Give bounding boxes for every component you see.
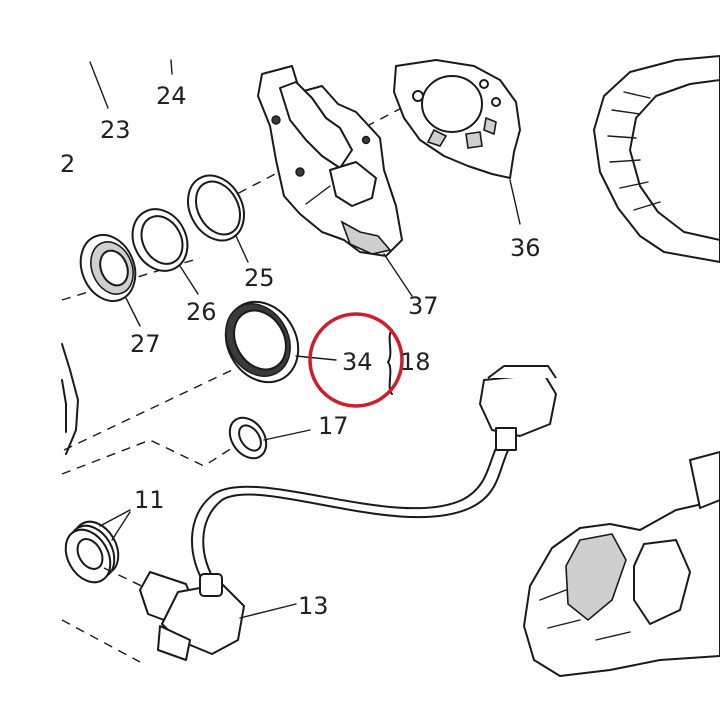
ring-part-26: [131, 208, 199, 295]
callout-25: 25: [244, 264, 275, 292]
bearing-seal-part-34: [224, 300, 337, 384]
dust-shield-part-36: [393, 59, 521, 225]
brake-caliper: [523, 451, 720, 677]
abs-sensor-part-13: [139, 365, 557, 661]
callout-11: 11: [134, 486, 165, 514]
snap-ring-part-25: [187, 174, 249, 263]
backing-plate-part-37: [257, 65, 413, 297]
callout-23: 23: [100, 116, 131, 144]
callout-37: 37: [408, 292, 439, 320]
group-bracket-18: [387, 329, 393, 395]
callout-18: 18: [400, 348, 431, 376]
brake-disc: [593, 55, 720, 263]
callout-36: 36: [510, 234, 541, 262]
callout-24: 24: [156, 82, 187, 110]
washer-part-17: [228, 416, 311, 460]
callout-17: 17: [318, 412, 349, 440]
center-axis-lower: [61, 369, 233, 475]
spring-clip-part-11: [61, 509, 151, 663]
leader-23: [89, 61, 109, 109]
callout-34: 34: [342, 348, 373, 376]
callout-26: 26: [186, 298, 217, 326]
callout-13: 13: [298, 592, 329, 620]
steering-knuckle-edge: [61, 343, 79, 455]
highlight-circle: [308, 312, 404, 408]
seal-part-27: [79, 234, 141, 327]
callout-27: 27: [130, 330, 161, 358]
leader-24: [170, 59, 173, 75]
callout-2: 2: [60, 150, 75, 178]
